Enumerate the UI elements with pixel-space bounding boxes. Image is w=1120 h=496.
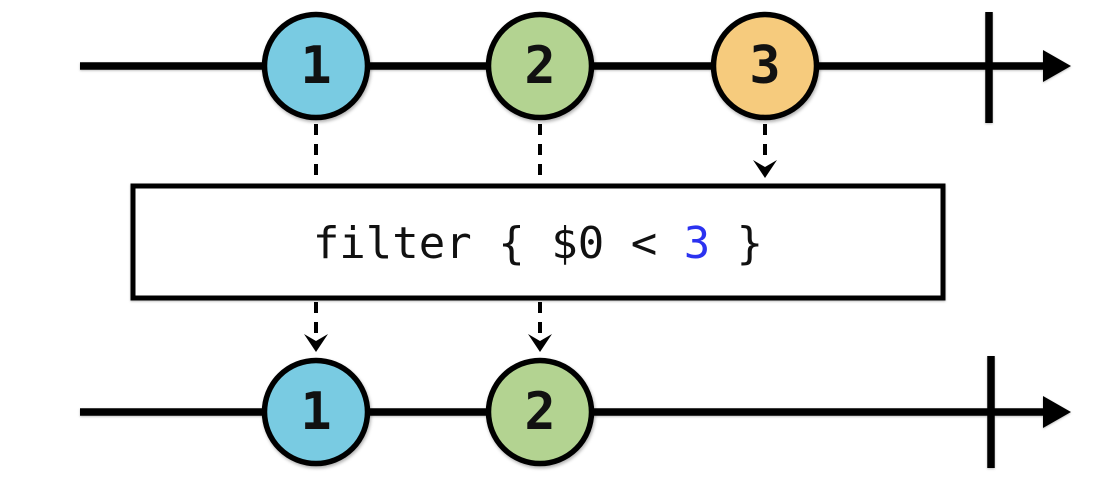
operator-code-after: }	[710, 218, 763, 269]
output-marble-1-label: 1	[300, 382, 331, 442]
result-timeline-arrowhead-icon	[1043, 396, 1071, 428]
source-timeline-arrowhead-icon	[1043, 50, 1071, 82]
input-marble-3: 3	[710, 11, 820, 121]
operator-box-rect	[130, 183, 946, 301]
input-marble-2-label: 2	[524, 36, 555, 96]
output-marble-1: 1	[261, 357, 371, 467]
input-marble-1: 1	[261, 11, 371, 121]
operator-code: filter { $0 < 3 }	[313, 218, 763, 269]
input-marble-2-circle	[485, 11, 595, 121]
input-marble-3-circle	[710, 11, 820, 121]
result-arrowhead-icon-2	[528, 334, 552, 352]
input-marble-2: 2	[485, 11, 595, 121]
result-marbles: 1 2	[261, 357, 595, 467]
output-marble-2-circle	[485, 357, 595, 467]
connector-arrowhead-icon-3	[753, 160, 777, 178]
output-marble-1-circle	[261, 357, 371, 467]
source-connectors	[314, 124, 777, 183]
result-arrowhead-icon-1	[304, 334, 328, 352]
output-marble-2-label: 2	[524, 382, 555, 442]
input-marble-1-circle	[261, 11, 371, 121]
source-marbles: 1 2 3	[261, 11, 820, 121]
operator-box: filter { $0 < 3 }	[130, 183, 946, 301]
result-connectors	[304, 302, 552, 352]
output-marble-2: 2	[485, 357, 595, 467]
input-marble-1-label: 1	[300, 36, 331, 96]
input-marble-3-label: 3	[749, 36, 780, 96]
operator-code-value: 3	[684, 218, 711, 269]
operator-code-before: filter { $0 <	[313, 218, 684, 269]
